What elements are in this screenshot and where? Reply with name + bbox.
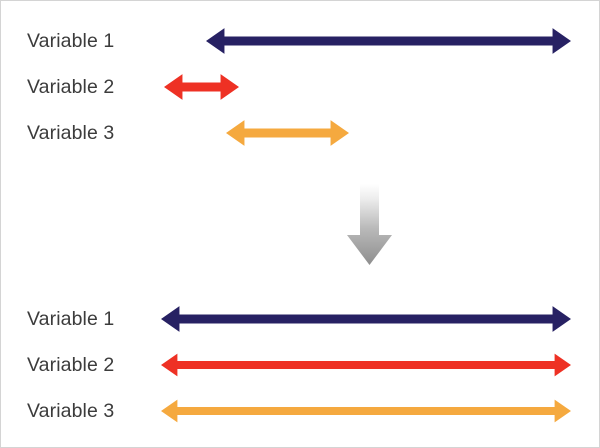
variable-label: Variable 1: [27, 30, 115, 52]
variable-label: Variable 1: [27, 308, 115, 330]
range-double-arrow-icon: [206, 18, 571, 64]
range-double-arrow-icon: [164, 64, 239, 110]
variable-label: Variable 2: [27, 76, 115, 98]
variable-row: Variable 2: [1, 342, 599, 388]
variable-row: Variable 1: [1, 296, 599, 342]
range-double-arrow-icon: [226, 110, 349, 156]
range-double-arrow-icon: [161, 342, 571, 388]
downward-gradient-arrow-icon: [342, 182, 398, 268]
variable-row: Variable 2: [1, 64, 599, 110]
range-double-arrow-icon: [161, 388, 571, 434]
variable-row: Variable 3: [1, 110, 599, 156]
variable-row: Variable 1: [1, 18, 599, 64]
variable-label: Variable 3: [27, 400, 115, 422]
variable-label: Variable 3: [27, 122, 115, 144]
variable-row: Variable 3: [1, 388, 599, 434]
range-double-arrow-icon: [161, 296, 571, 342]
variable-label: Variable 2: [27, 354, 115, 376]
